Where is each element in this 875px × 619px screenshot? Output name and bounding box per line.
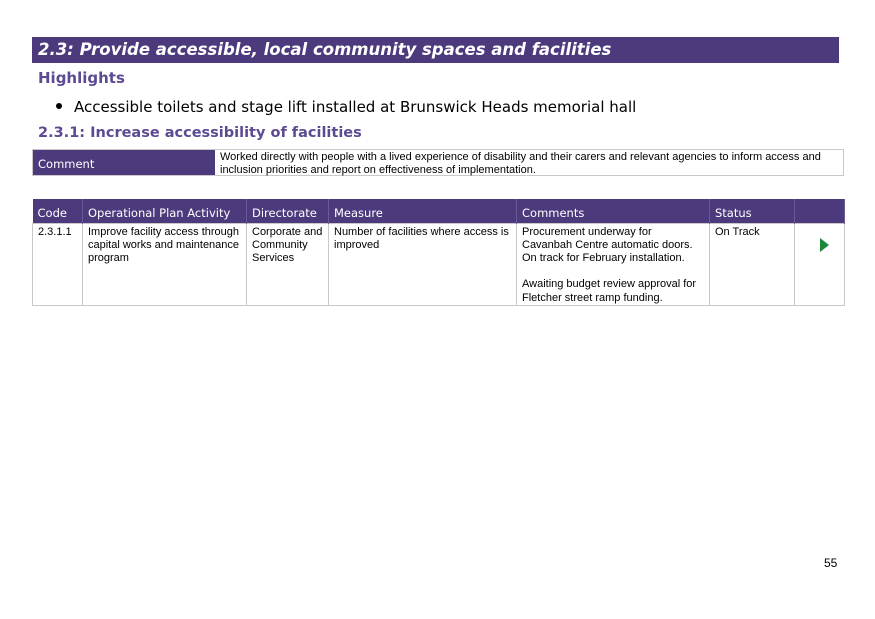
column-header-comments: Comments (516, 199, 710, 223)
comment-label: Comment (33, 150, 215, 175)
column-header-directorate: Directorate (246, 199, 329, 223)
table-row: 2.3.1.1 Improve facility access through … (32, 222, 845, 306)
column-header-status: Status (709, 199, 795, 223)
section-title-banner: 2.3: Provide accessible, local community… (32, 37, 839, 63)
comment-paragraph-1: Procurement underway for Cavanbah Centre… (522, 225, 693, 265)
column-header-status-icon (794, 199, 845, 223)
cell-status-indicator (794, 222, 845, 306)
cell-directorate: Corporate and Community Services (246, 222, 329, 306)
green-right-triangle-icon (820, 237, 829, 252)
highlight-item: Accessible toilets and stage lift instal… (56, 97, 636, 117)
highlights-heading: Highlights (38, 69, 125, 87)
page-number: 55 (824, 556, 838, 570)
column-header-measure: Measure (328, 199, 517, 223)
cell-activity: Improve facility access through capital … (82, 222, 247, 306)
comment-paragraph-2: Awaiting budget review approval for Flet… (522, 278, 697, 304)
cell-code: 2.3.1.1 (32, 222, 83, 306)
cell-measure: Number of facilities where access is imp… (328, 222, 517, 306)
activities-table: Code Operational Plan Activity Directora… (32, 199, 845, 306)
bullet-icon (56, 102, 62, 109)
cell-status: On Track (709, 222, 795, 306)
cell-comments: Procurement underway for Cavanbah Centre… (516, 222, 710, 306)
comment-box: Comment Worked directly with people with… (32, 149, 844, 176)
column-header-code: Code (32, 199, 83, 223)
comment-text: Worked directly with people with a lived… (220, 151, 821, 176)
table-header-row: Code Operational Plan Activity Directora… (32, 199, 845, 223)
highlight-item-text: Accessible toilets and stage lift instal… (74, 98, 637, 116)
highlights-list: Accessible toilets and stage lift instal… (56, 97, 636, 117)
column-header-activity: Operational Plan Activity (82, 199, 247, 223)
subsection-heading: 2.3.1: Increase accessibility of facilit… (38, 125, 362, 141)
